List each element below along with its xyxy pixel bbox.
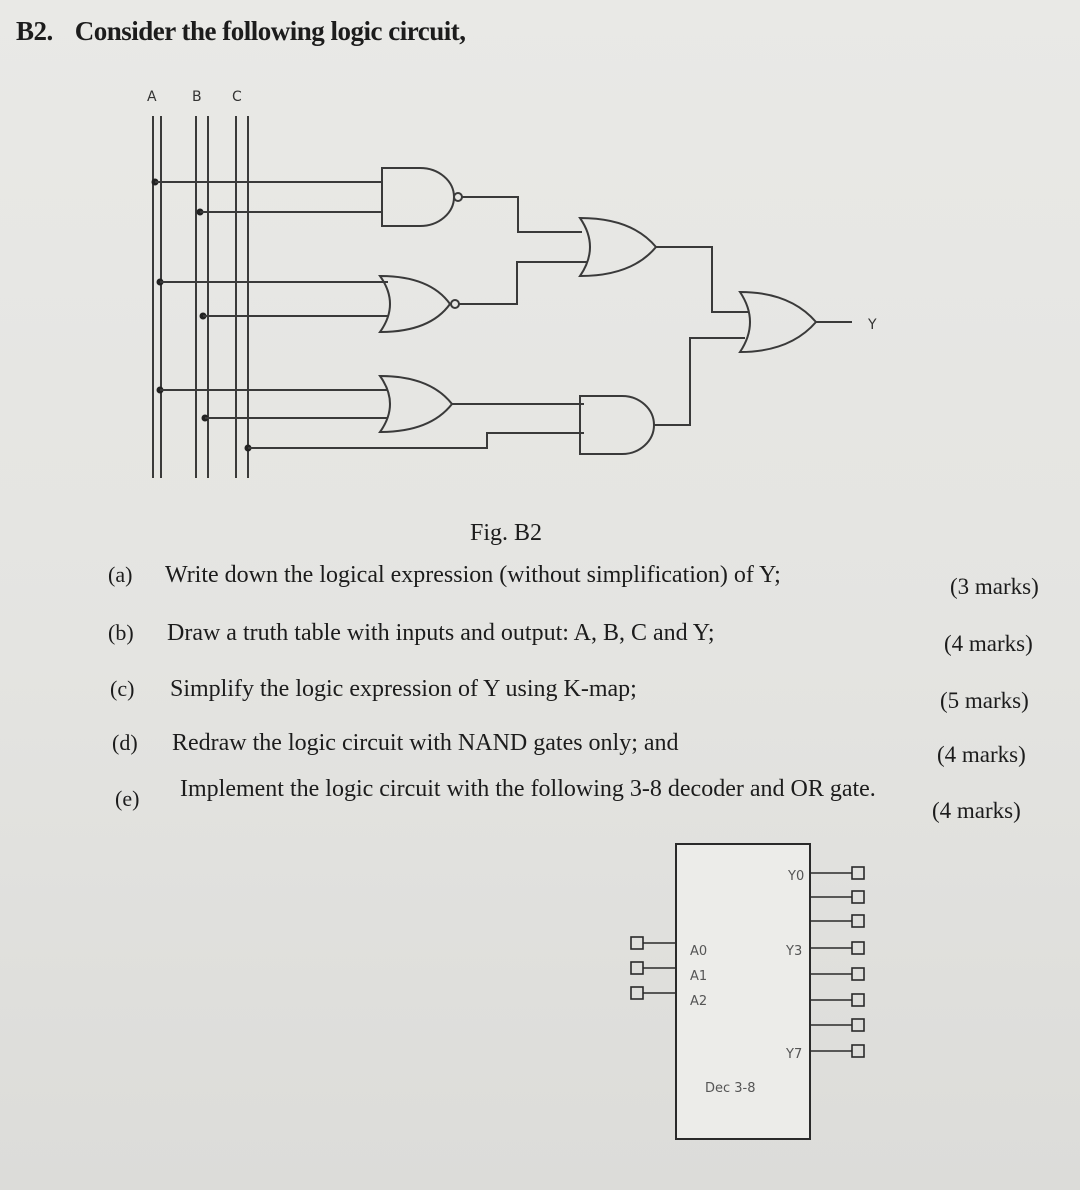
question-heading: B2. Consider the following logic circuit,	[16, 16, 466, 47]
or-gate-3	[578, 216, 658, 278]
wire-or3-to-or5	[656, 246, 748, 313]
or-gate-5-output	[738, 290, 818, 354]
nor-gate-2-bubble	[450, 299, 460, 309]
or-gate-4	[378, 374, 454, 434]
decoder-input-pins	[630, 936, 676, 1000]
nand-gate-1	[381, 167, 455, 227]
decoder-name: Dec 3-8	[705, 1081, 756, 1096]
wire-nor-to-or	[459, 261, 588, 305]
question-d-label: (d)	[112, 730, 138, 755]
question-c-label: (c)	[110, 676, 135, 701]
decoder-output-pins	[810, 866, 865, 1058]
question-c-marks: (5 marks)	[940, 688, 1029, 713]
figure-caption: Fig. B2	[470, 520, 542, 546]
decoder-block: A0 A1 A2 Y0 Y3 Y7 Dec 3-8	[630, 843, 865, 1140]
input-label-c: C	[232, 89, 242, 105]
question-e-label: (e)	[115, 786, 140, 811]
decoder-input-a2: A2	[690, 994, 707, 1009]
decoder-body	[675, 843, 811, 1140]
input-wires	[155, 181, 584, 449]
and-gate-6	[579, 395, 655, 455]
question-number: B2.	[16, 16, 53, 46]
decoder-output-y0: Y0	[787, 869, 804, 884]
question-a-text: Write down the logical expression (witho…	[165, 562, 781, 588]
question-a-marks: (3 marks)	[950, 574, 1039, 599]
question-c-text: Simplify the logic expression of Y using…	[170, 676, 637, 702]
question-d-text: Redraw the logic circuit with NAND gates…	[172, 730, 679, 756]
question-e-marks: (4 marks)	[932, 798, 1021, 823]
wire-and-to-or5	[654, 337, 745, 426]
question-b-label: (b)	[108, 620, 134, 645]
decoder-input-a1: A1	[690, 969, 707, 984]
decoder-output-y7: Y7	[785, 1047, 802, 1062]
question-intro: Consider the following logic circuit,	[74, 16, 466, 46]
question-a-label: (a)	[108, 562, 133, 587]
decoder-output-y3: Y3	[785, 944, 802, 959]
input-label-b: B	[192, 89, 202, 105]
input-rails	[152, 116, 249, 478]
question-b-text: Draw a truth table with inputs and outpu…	[167, 620, 715, 646]
question-e-text: Implement the logic circuit with the fol…	[180, 776, 876, 802]
logic-circuit: A B C	[147, 89, 877, 478]
question-b-marks: (4 marks)	[944, 631, 1033, 656]
nor-gate-2	[378, 274, 452, 334]
output-label-y: Y	[867, 317, 877, 333]
question-d-marks: (4 marks)	[937, 742, 1026, 767]
input-label-a: A	[147, 89, 157, 105]
decoder-input-a0: A0	[690, 944, 707, 959]
nand-gate-1-bubble	[453, 192, 463, 202]
wire-nand-to-or	[462, 196, 582, 233]
